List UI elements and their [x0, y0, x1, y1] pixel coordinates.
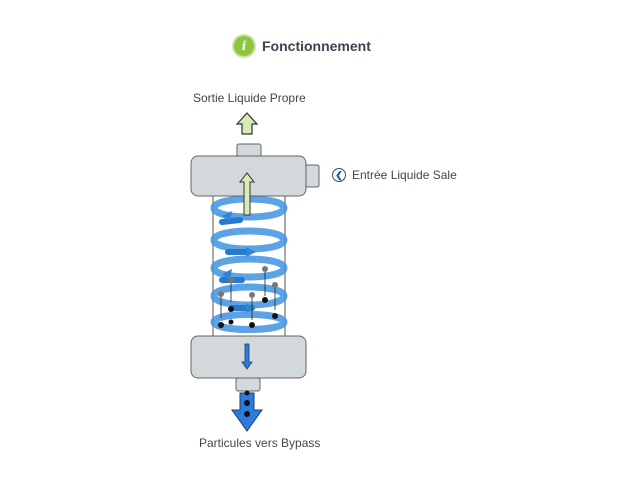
- label-dirty-liquid-inlet: Entrée Liquide Sale: [352, 168, 457, 182]
- title-text: Fonctionnement: [262, 38, 371, 54]
- underflow-arrow-icon: [241, 343, 253, 370]
- outlet-particles: [244, 390, 250, 417]
- label-particles-to-bypass: Particules vers Bypass: [199, 436, 321, 450]
- bottom-nozzle: [235, 377, 261, 392]
- particles: [218, 266, 278, 328]
- swirl-arrowheads: [222, 211, 256, 313]
- label-clean-liquid-outlet: Sortie Liquide Propre: [193, 91, 306, 105]
- vortex-finder-arrow-icon: [238, 172, 256, 216]
- info-icon: i: [234, 36, 254, 56]
- clean-outlet-arrow-icon: [235, 112, 259, 135]
- section-title: i Fonctionnement: [234, 34, 371, 58]
- inlet-label-group: ❮ Entrée Liquide Sale: [332, 168, 457, 182]
- chevron-left-circle-icon: ❮: [332, 168, 346, 182]
